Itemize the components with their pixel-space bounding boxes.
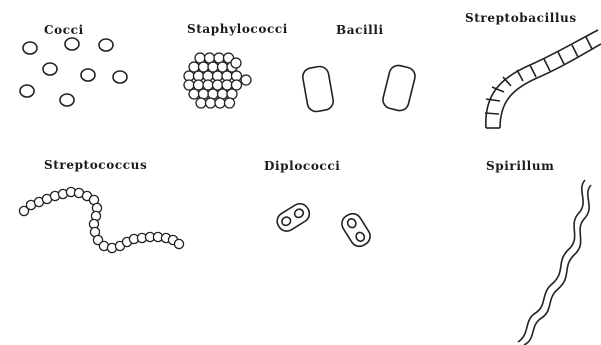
label-spirillum: Spirillum bbox=[486, 159, 554, 173]
coccus-cell bbox=[225, 98, 235, 108]
coccus-cell bbox=[189, 89, 199, 99]
cocci-illustration bbox=[20, 38, 127, 106]
staphylococci-illustration bbox=[184, 53, 251, 108]
label-bacilli: Bacilli bbox=[336, 23, 384, 37]
coccus-cell bbox=[215, 98, 225, 108]
streptococcus-illustration bbox=[19, 187, 183, 252]
label-staphylococci: Staphylococci bbox=[187, 22, 288, 36]
streptobacillus-illustration bbox=[485, 30, 601, 128]
label-diplococci: Diplococci bbox=[264, 159, 340, 173]
bacilli-illustration bbox=[301, 64, 417, 113]
label-cocci: Cocci bbox=[44, 23, 84, 37]
label-streptococcus: Streptococcus bbox=[44, 158, 147, 172]
label-streptobacillus: Streptobacillus bbox=[465, 11, 577, 25]
spirillum-illustration bbox=[518, 180, 591, 345]
coccus-cell bbox=[174, 239, 183, 248]
coccus-cell bbox=[206, 98, 216, 108]
diplococci-illustration bbox=[274, 200, 374, 249]
coccus-cell bbox=[196, 98, 206, 108]
coccus-cell bbox=[231, 58, 241, 68]
coccus-cell bbox=[241, 75, 251, 85]
coccus-cell bbox=[184, 80, 194, 90]
